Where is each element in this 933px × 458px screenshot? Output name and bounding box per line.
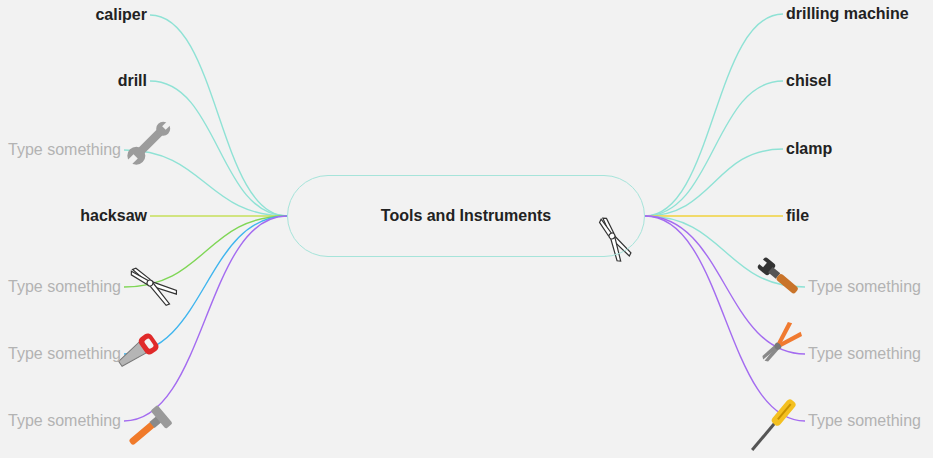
branch-topic: Type something (805, 409, 924, 433)
branch-topic: drilling machine (783, 2, 912, 26)
branch-line (645, 14, 783, 216)
pliers-icon (127, 263, 178, 306)
topic-label: caliper (95, 5, 147, 25)
branch-line (124, 216, 287, 287)
topic-label: Type something (808, 277, 921, 297)
hammer-icon (123, 405, 173, 452)
branch-topic: Type something (5, 138, 124, 162)
branch-line (645, 216, 805, 421)
branch-topic: Type something (805, 342, 924, 366)
topic-label: chisel (786, 71, 831, 91)
branch-line (124, 150, 287, 216)
branch-line (645, 149, 783, 216)
central-topic: Tools and Instruments (287, 175, 645, 257)
topic-label: file (786, 206, 809, 226)
topic-label: Type something (8, 411, 121, 431)
pliers-icon (757, 321, 804, 368)
branch-line (645, 215, 783, 216)
topic-label: Type something (8, 277, 121, 297)
branch-topic: drill (115, 69, 150, 93)
branch-topic: clamp (783, 137, 835, 161)
branch-topic: caliper (92, 3, 150, 27)
topic-label: Type something (8, 140, 121, 160)
branch-topic: Type something (5, 275, 124, 299)
topic-label: hacksaw (80, 206, 147, 226)
branch-line (124, 216, 287, 354)
screwdriver-icon (748, 398, 797, 453)
topic-label: Tools and Instruments (381, 206, 551, 226)
topic-label: clamp (786, 139, 832, 159)
wrench-icon (754, 255, 801, 297)
topic-label: Type something (8, 344, 121, 364)
wrench-icon (122, 116, 176, 170)
branch-topic: chisel (783, 69, 834, 93)
topic-label: drilling machine (786, 4, 909, 24)
saw-icon (115, 331, 161, 371)
branch-topic: file (783, 204, 812, 228)
branch-topic: Type something (5, 409, 124, 433)
branch-topic: Type something (805, 275, 924, 299)
branch-line (124, 216, 287, 421)
branch-line (645, 216, 805, 354)
branch-line (150, 215, 287, 216)
branch-line (645, 81, 783, 216)
topic-label: drill (118, 71, 147, 91)
branch-topic: hacksaw (77, 204, 150, 228)
pliers-icon (595, 215, 632, 263)
topic-label: Type something (808, 344, 921, 364)
branch-line (150, 15, 287, 216)
topic-label: Type something (808, 411, 921, 431)
branch-line (150, 81, 287, 216)
branch-topic: Type something (5, 342, 124, 366)
